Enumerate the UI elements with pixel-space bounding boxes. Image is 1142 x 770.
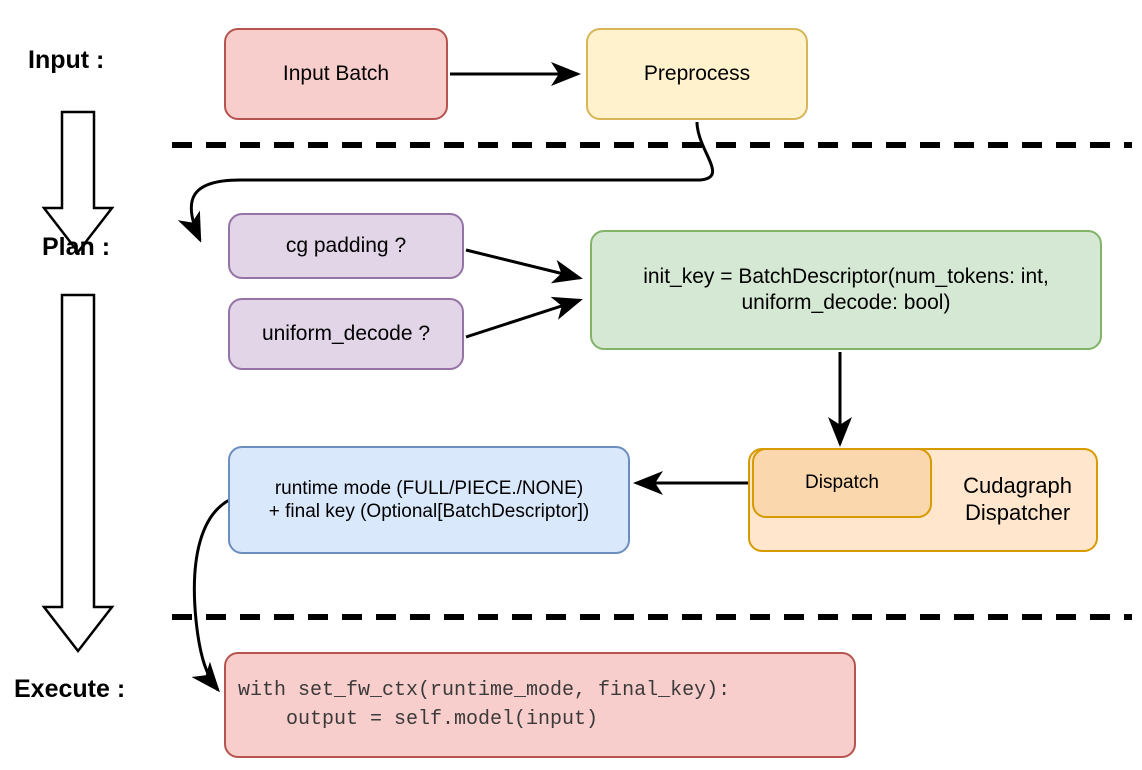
node-init-key-line-1: init_key = BatchDescriptor(num_tokens: i… xyxy=(643,265,1049,289)
node-preprocess-label: Preprocess xyxy=(643,62,751,86)
node-runtime-mode-line-1: runtime mode (FULL/PIECE./NONE) xyxy=(274,477,584,499)
node-cg-padding[interactable]: cg padding ? xyxy=(228,213,464,279)
edge-cg-padding-to-init-key xyxy=(465,248,583,284)
node-init-key[interactable]: init_key = BatchDescriptor(num_tokens: i… xyxy=(590,230,1102,350)
node-dispatch-label: Dispatch xyxy=(805,472,879,494)
node-code-block[interactable]: with set_fw_ctx(runtime_mode, final_key)… xyxy=(224,652,856,758)
node-input-batch[interactable]: Input Batch xyxy=(224,28,448,120)
node-cudagraph-dispatcher-line-1: Cudagraph xyxy=(963,473,1072,499)
stage-label-plan: Plan : xyxy=(42,233,111,261)
node-init-key-line-2: uniform_decode: bool) xyxy=(741,291,951,314)
node-uniform-decode-label: uniform_decode ? xyxy=(261,322,431,346)
node-input-batch-label: Input Batch xyxy=(282,62,390,86)
node-runtime-mode-line-2: + final key (Optional[BatchDescriptor]) xyxy=(268,501,590,522)
node-code-block-line-2: output = self.model(input) xyxy=(238,708,599,731)
node-preprocess[interactable]: Preprocess xyxy=(586,28,808,120)
plan-to-execute-block-arrow xyxy=(41,293,115,654)
node-cudagraph-dispatcher-text: Cudagraph Dispatcher xyxy=(963,473,1072,527)
input-to-plan-block-arrow xyxy=(41,110,115,255)
node-dispatch[interactable]: Dispatch xyxy=(752,448,932,518)
node-cg-padding-label: cg padding ? xyxy=(285,234,407,258)
node-cudagraph-dispatcher-line-2: Dispatcher xyxy=(964,500,1071,525)
node-code-block-line-1: with set_fw_ctx(runtime_mode, final_key)… xyxy=(238,679,731,702)
node-runtime-mode-text: runtime mode (FULL/PIECE./NONE) + final … xyxy=(269,477,590,523)
stage-label-input: Input : xyxy=(28,46,105,74)
node-uniform-decode[interactable]: uniform_decode ? xyxy=(228,298,464,370)
edge-uniform-decode-to-init-key xyxy=(465,296,583,339)
node-init-key-text: init_key = BatchDescriptor(num_tokens: i… xyxy=(643,264,1049,315)
node-runtime-mode[interactable]: runtime mode (FULL/PIECE./NONE) + final … xyxy=(228,446,630,554)
node-code-block-text: with set_fw_ctx(runtime_mode, final_key)… xyxy=(238,676,730,734)
stage-label-execute: Execute : xyxy=(14,675,126,703)
